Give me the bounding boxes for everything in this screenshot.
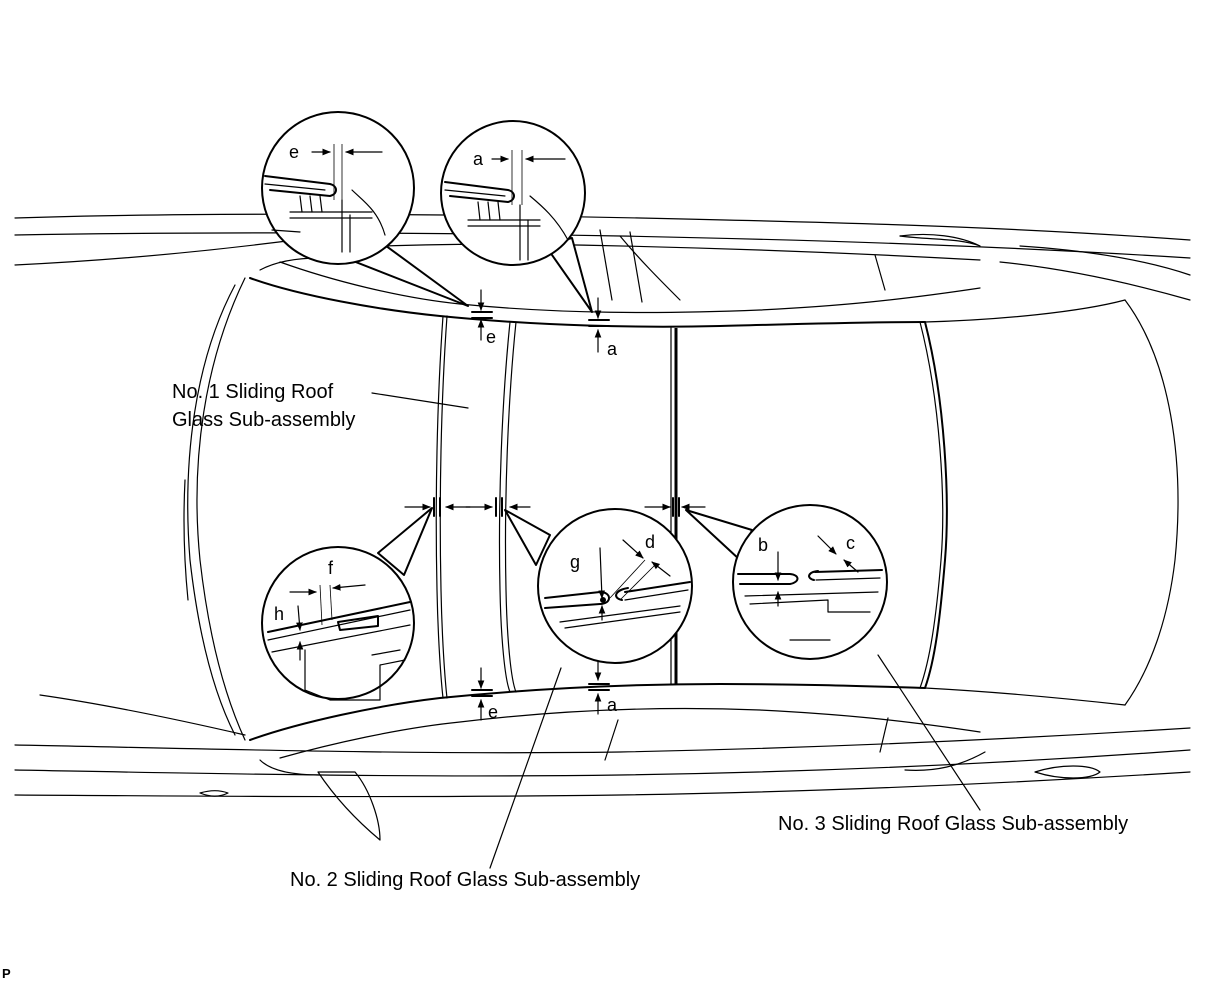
corner-mark: P	[2, 966, 11, 981]
detail-circle-b-c: b c	[685, 504, 888, 660]
detail-circle-g-d: g d	[504, 508, 693, 664]
leader-lines	[371, 392, 981, 869]
label-no3: No. 3 Sliding Roof Glass Sub-assembly	[778, 813, 1128, 835]
dim-label-e: e	[289, 142, 299, 162]
dim-label-e-upper: e	[486, 327, 496, 347]
dim-label-c: c	[846, 533, 855, 553]
dim-label-g: g	[570, 552, 580, 572]
label-no2: No. 2 Sliding Roof Glass Sub-assembly	[290, 869, 640, 891]
dim-label-f: f	[328, 558, 334, 578]
label-no1-line2: Glass Sub-assembly	[172, 409, 355, 431]
dim-label-a-upper: a	[607, 339, 618, 359]
dim-label-b: b	[758, 535, 768, 555]
dim-label-d: d	[645, 532, 655, 552]
dim-label-a-detail: a	[473, 149, 484, 169]
dim-label-a-lower: a	[607, 695, 618, 715]
gap-markers	[404, 289, 706, 721]
detail-circle-a: a	[440, 120, 593, 313]
dim-label-e-lower: e	[488, 702, 498, 722]
detail-circle-f-h: f h	[261, 507, 433, 701]
label-no1-line1: No. 1 Sliding Roof	[172, 381, 334, 403]
detail-circle-e: e	[261, 111, 469, 307]
dim-label-h: h	[274, 604, 284, 624]
